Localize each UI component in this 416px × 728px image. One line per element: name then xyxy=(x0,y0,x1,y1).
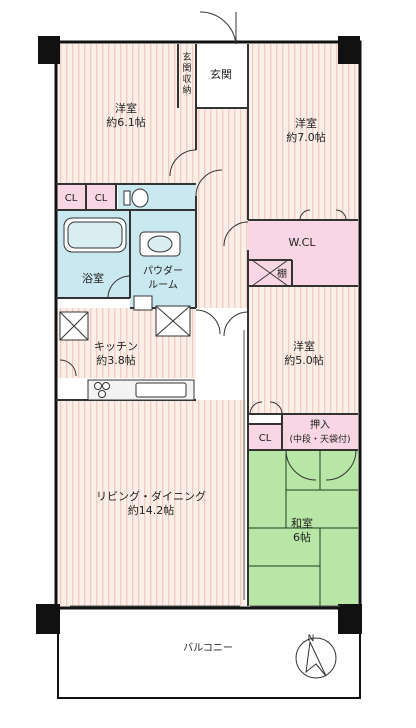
closet-1-floor xyxy=(56,184,86,210)
entrance-storage-label-1: 玄 xyxy=(182,51,191,63)
tatami-lines xyxy=(248,450,358,606)
north-arrow-icon xyxy=(305,640,327,677)
bath-label: 浴室 xyxy=(82,271,104,285)
oshiire-label-2: (中段・天袋付) xyxy=(289,433,350,445)
stove-burner-1 xyxy=(94,382,102,390)
bathtub-inner xyxy=(67,221,123,249)
powder-room-label-2: ルーム xyxy=(148,279,178,291)
window-lines xyxy=(70,330,340,607)
entrance-floor xyxy=(196,44,248,108)
floor-areas xyxy=(56,44,360,698)
entrance-storage-label-2: 関 xyxy=(182,63,191,74)
western-room-1-name: 洋室 xyxy=(115,101,137,115)
balcony-label: バルコニー xyxy=(183,642,233,654)
interior-walls xyxy=(56,44,358,606)
living-name: リビング・ダイニング xyxy=(96,489,206,503)
toilet xyxy=(131,188,149,208)
room-labels: 洋室 約6.1帖 洋室 約7.0帖 玄関 玄 関 収 納 CL CL W.CL … xyxy=(65,51,351,654)
kitchen-sink xyxy=(135,382,187,398)
walkin-closet-floor xyxy=(248,220,358,260)
compass-north-label: N xyxy=(308,634,315,644)
shower-tray xyxy=(133,295,153,311)
western-room-3-name: 洋室 xyxy=(293,339,315,353)
exterior-walls xyxy=(54,40,362,699)
compass: N xyxy=(295,634,337,679)
western-room-3-floor xyxy=(248,286,358,414)
stove-burner-3 xyxy=(98,390,106,398)
entrance-storage-label-3: 収 xyxy=(182,73,191,85)
closet-1-label: CL xyxy=(65,193,78,204)
living-area: 約14.2帖 xyxy=(128,503,175,517)
closet-3-label: CL xyxy=(259,433,272,444)
walkin-closet-label: W.CL xyxy=(289,236,317,249)
oshiire-floor xyxy=(282,414,358,450)
living-floor xyxy=(56,400,246,606)
closet-2-label: CL xyxy=(95,193,108,204)
japanese-room-area: 6帖 xyxy=(293,531,311,544)
japanese-room-name: 和室 xyxy=(291,516,313,530)
western-room-3-area: 約5.0帖 xyxy=(284,353,324,367)
oshiire-label-1: 押入 xyxy=(310,418,330,431)
powder-room-floor xyxy=(130,210,196,308)
stove-burner-2 xyxy=(102,382,110,390)
western-room-2-area: 約7.0帖 xyxy=(286,130,326,144)
shelf-label: 棚 xyxy=(277,267,287,280)
sink-bowl xyxy=(147,235,173,253)
kitchen-area: 約3.8帖 xyxy=(96,353,136,367)
western-room-2-name: 洋室 xyxy=(295,116,317,130)
toilet-floor xyxy=(118,184,196,210)
door-swings xyxy=(59,11,357,481)
toilet-tank xyxy=(123,190,131,206)
western-room-1-area: 約6.1帖 xyxy=(106,115,146,129)
closet-2-floor xyxy=(86,184,116,210)
fixtures xyxy=(59,188,289,401)
kitchen-name: キッチン xyxy=(94,340,138,353)
walkin-lower-floor xyxy=(292,260,358,286)
entrance-label: 玄関 xyxy=(210,67,232,81)
western-room-1-floor xyxy=(56,44,196,184)
powder-room-label-1: パウダー xyxy=(143,264,183,277)
western-room-2-floor xyxy=(248,44,358,220)
hallway-floor xyxy=(196,108,248,308)
columns xyxy=(36,36,362,634)
entrance-storage-label-4: 納 xyxy=(182,84,191,96)
closet-3-floor xyxy=(248,424,282,450)
